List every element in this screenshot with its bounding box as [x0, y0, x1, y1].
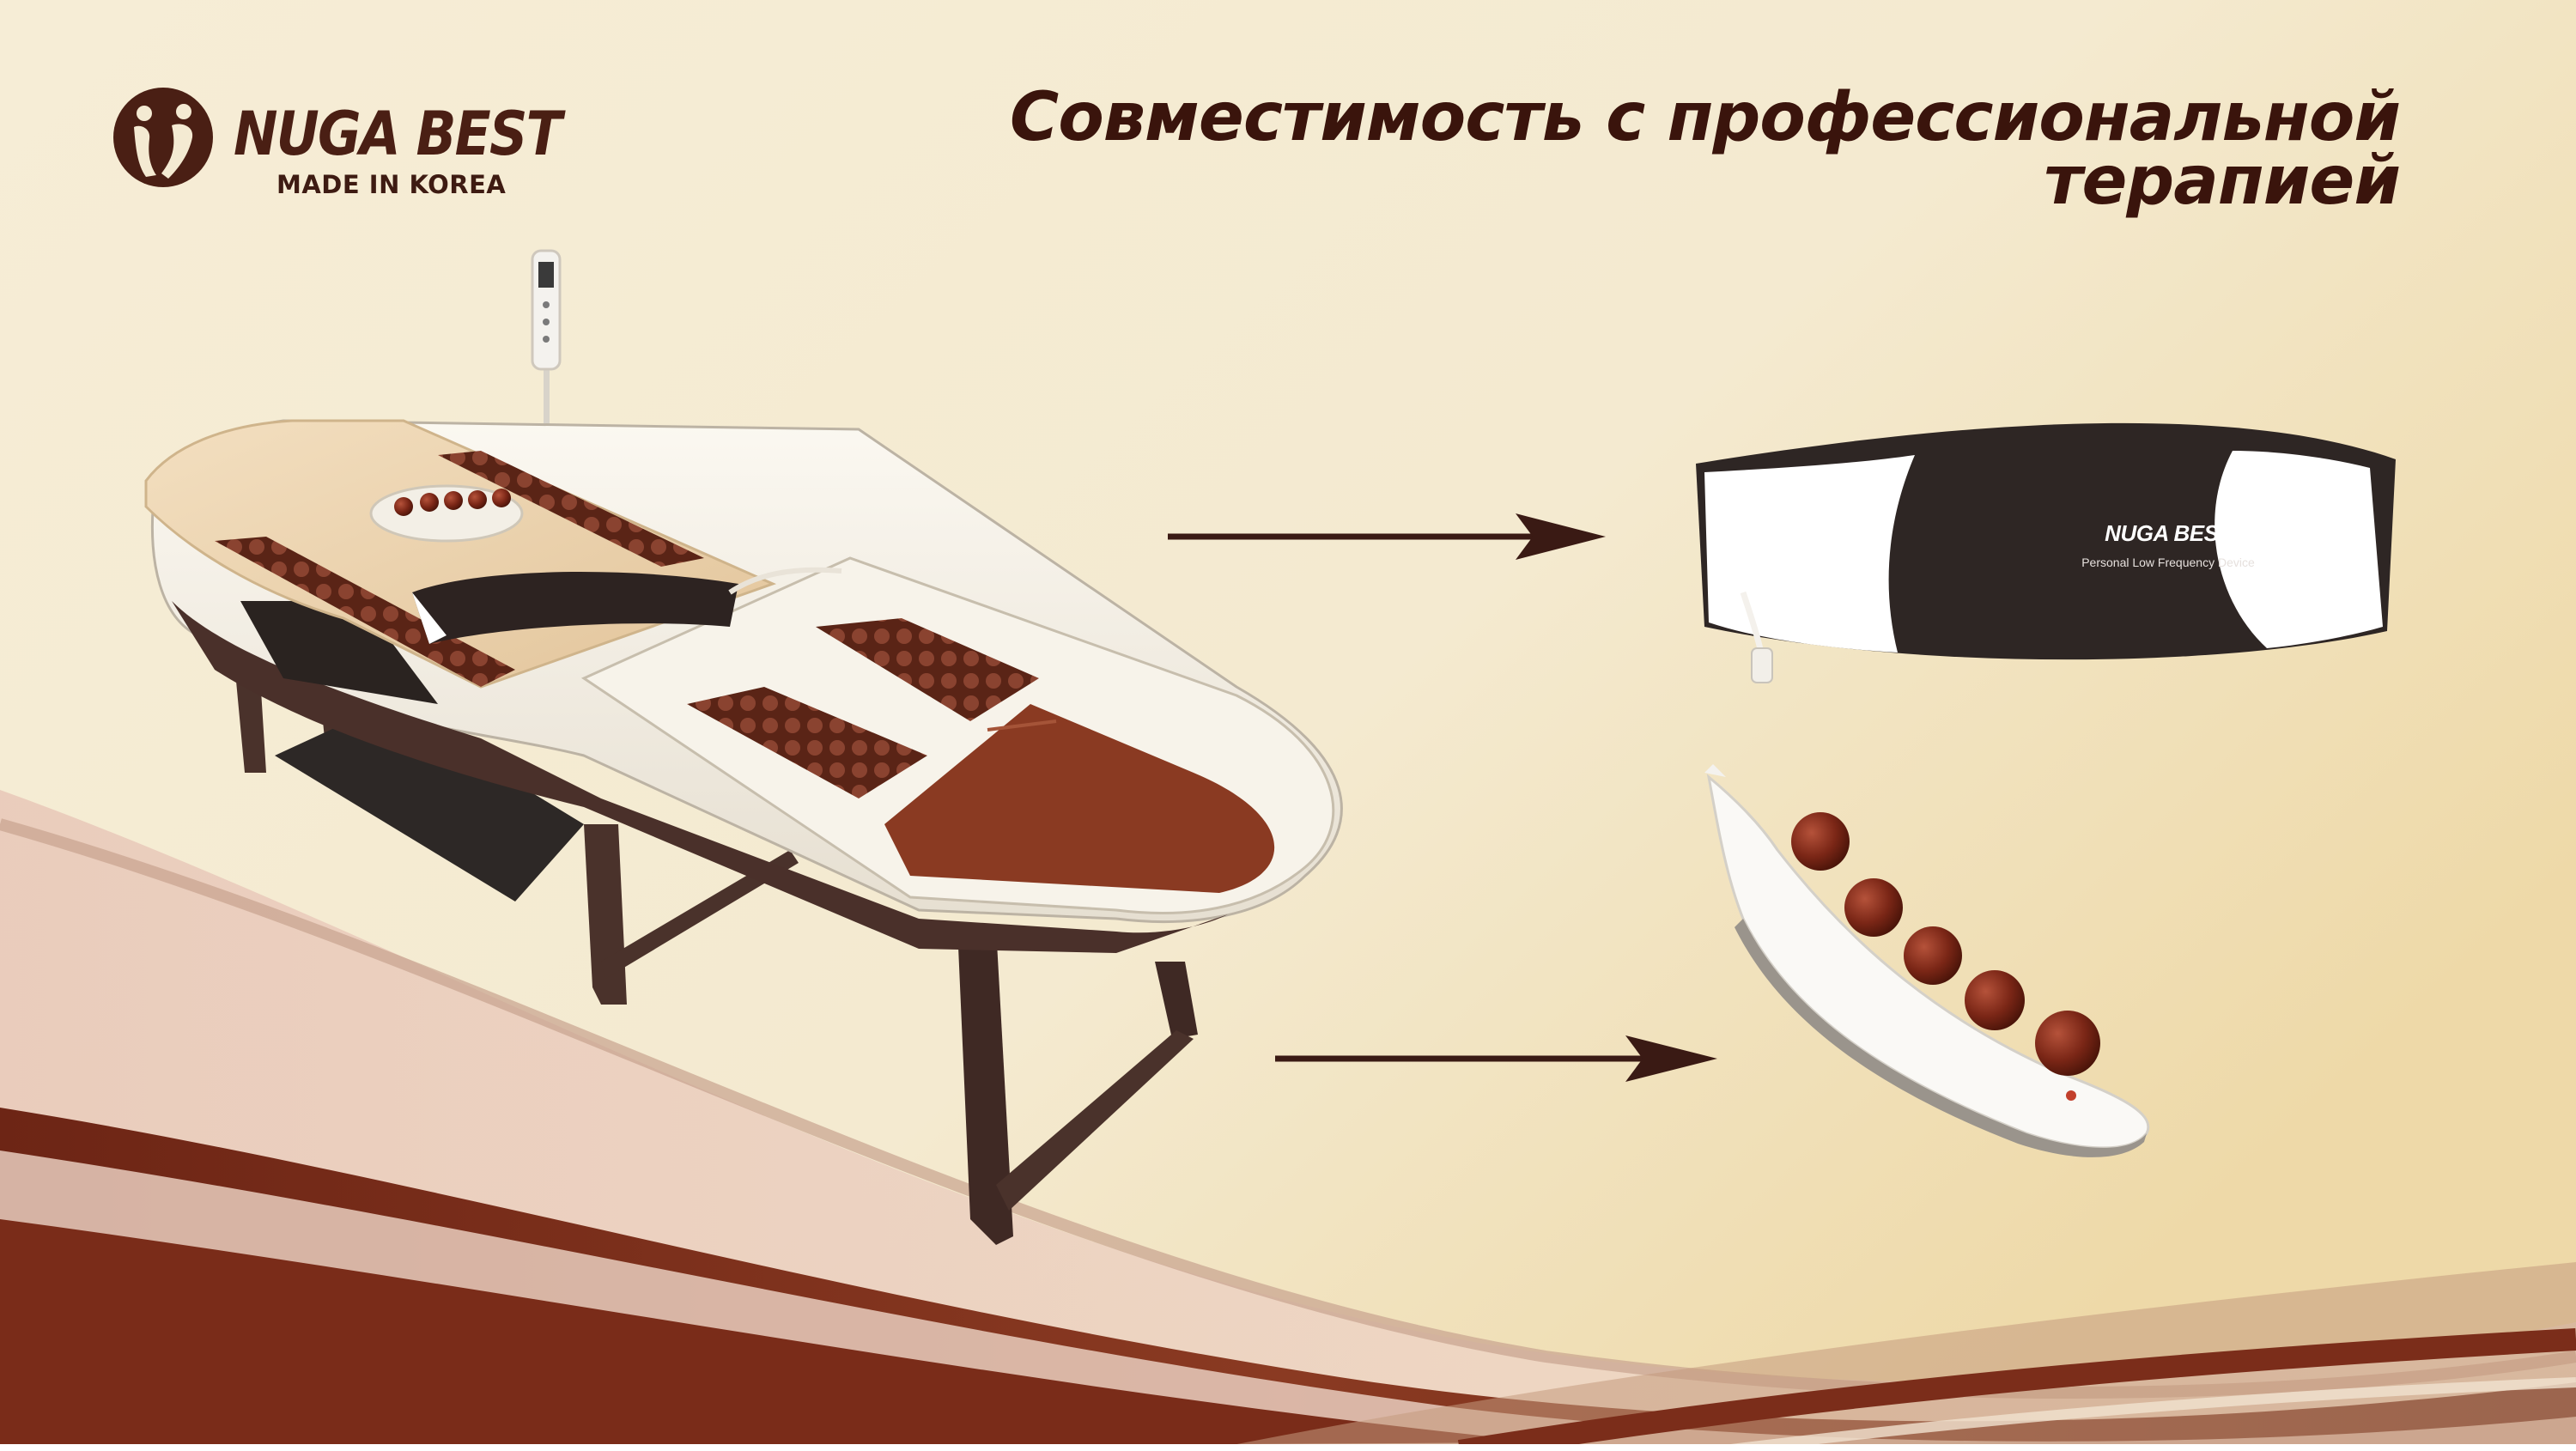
arrow-to-massager — [1275, 1035, 1717, 1082]
belt-caption: Personal Low Frequency Device — [2081, 556, 2255, 569]
belt-label: NUGA BEST Personal Low Frequency Device — [2014, 520, 2323, 569]
decorative-waves — [0, 790, 2576, 1451]
belt-brand: NUGA BEST — [2105, 520, 2232, 546]
arrow-to-belt — [1168, 513, 1606, 560]
nugabest-figure-icon — [113, 88, 213, 187]
page-title-line-2: терапией — [2044, 143, 2401, 220]
massage-bed-image — [144, 249, 1343, 1245]
brand-logo: NUGA BEST MADE IN KOREA — [112, 82, 592, 210]
belt-device-image — [1696, 422, 2396, 683]
page-title: Совместимость с профессиональной терапие… — [769, 79, 2401, 220]
logo-brand-name: NUGA BEST — [234, 99, 562, 169]
page-title-line-1: Совместимость с профессиональной — [1009, 79, 2401, 156]
logo-tagline: MADE IN KOREA — [276, 170, 507, 199]
handheld-massager-image — [1704, 764, 2150, 1157]
